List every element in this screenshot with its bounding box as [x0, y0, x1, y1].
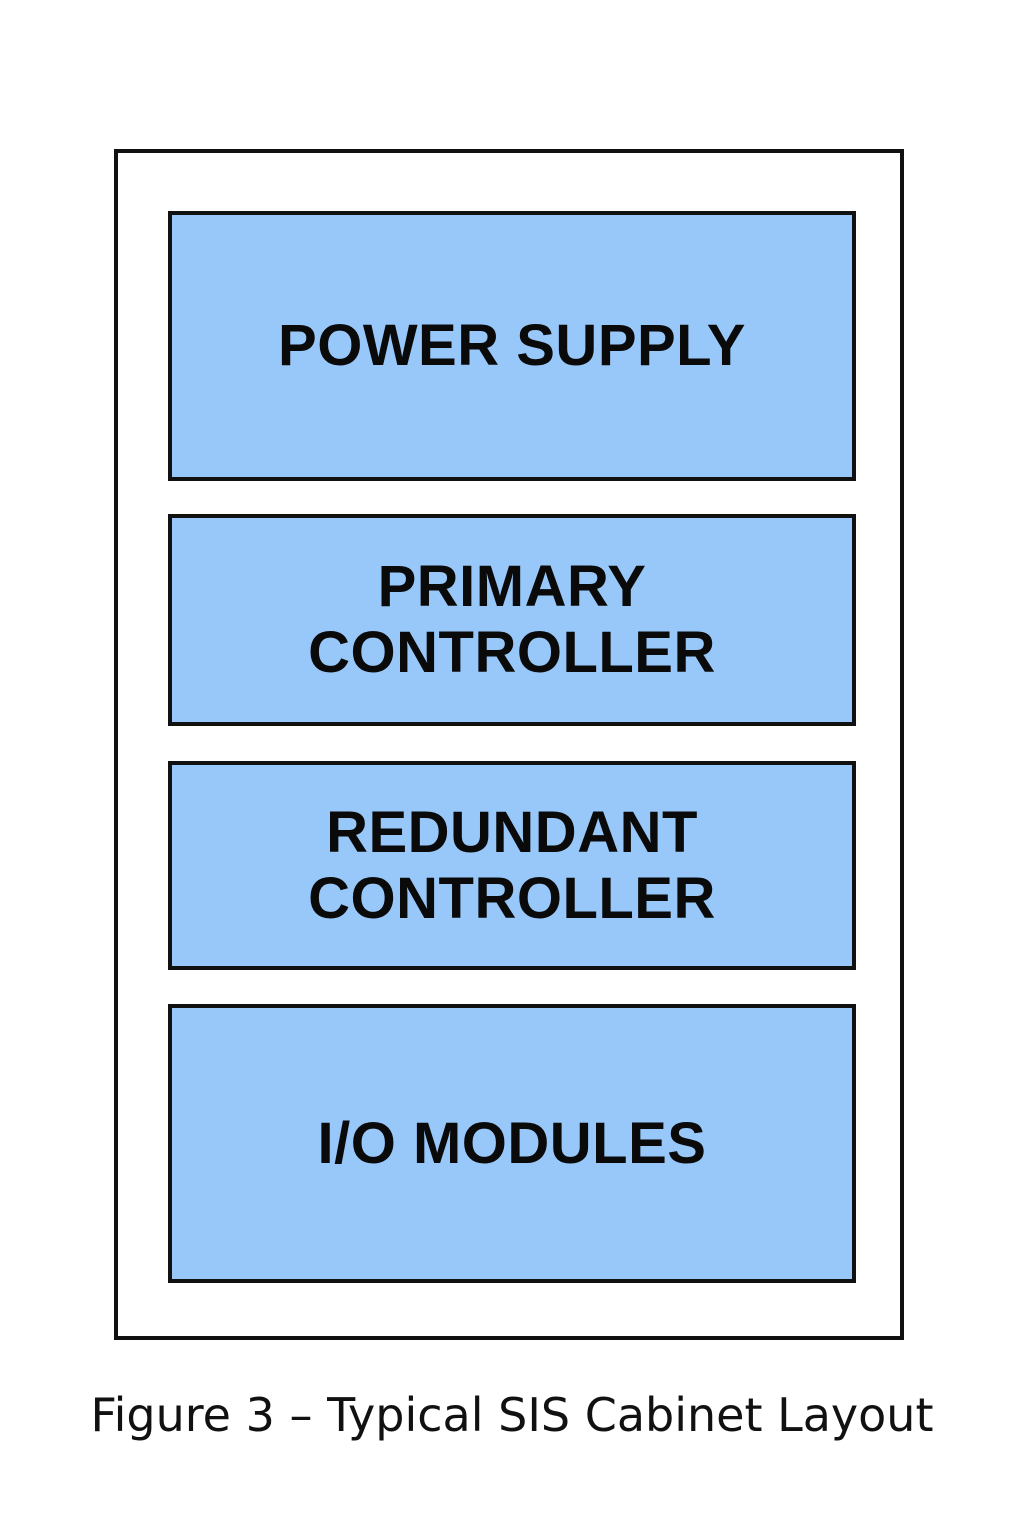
primary-controller-label-line-1: PRIMARY: [377, 554, 647, 619]
redundant-controller-label: REDUNDANT CONTROLLER: [308, 800, 716, 932]
power-supply-label: POWER SUPPLY: [278, 313, 746, 379]
redundant-controller-module: REDUNDANT CONTROLLER: [168, 761, 856, 970]
io-modules-label-line-1: I/O MODULES: [317, 1110, 707, 1176]
io-modules-label: I/O MODULES: [318, 1111, 707, 1177]
io-modules-module: I/O MODULES: [168, 1004, 856, 1283]
redundant-controller-label-line-2: CONTROLLER: [308, 865, 716, 931]
figure-caption: Figure 3 – Typical SIS Cabinet Layout: [90, 1388, 934, 1442]
redundant-controller-label-line-1: REDUNDANT: [326, 799, 698, 865]
power-supply-label-line-1: POWER SUPPLY: [278, 313, 746, 378]
primary-controller-label-line-2: CONTROLLER: [308, 620, 716, 685]
primary-controller-label: PRIMARY CONTROLLER: [308, 554, 716, 686]
power-supply-module: POWER SUPPLY: [168, 211, 856, 481]
primary-controller-module: PRIMARY CONTROLLER: [168, 514, 856, 726]
